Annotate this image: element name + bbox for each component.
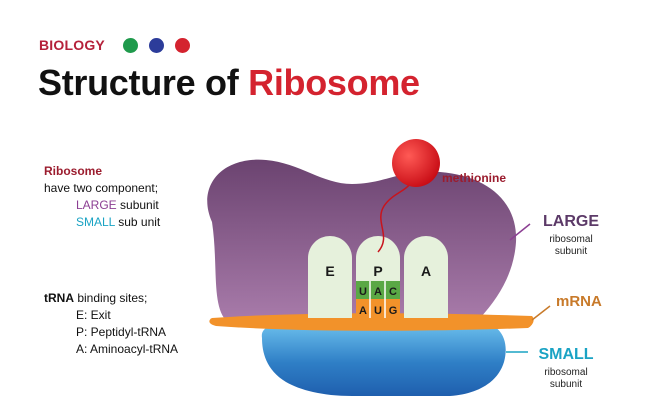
small-label: SMALL	[538, 346, 593, 363]
site-a-box	[404, 236, 448, 318]
binding-sites-rest: binding sites;	[74, 291, 148, 305]
site-e-letter: E	[325, 263, 334, 279]
site-e-item: E: Exit	[76, 308, 111, 322]
codon-letter-1: A	[359, 305, 367, 317]
anticodon-band	[356, 281, 400, 299]
large-rest: subunit	[116, 198, 159, 212]
green-dot	[123, 38, 138, 53]
description-large: LARGE subunit	[44, 197, 160, 214]
codon-letter-2: U	[374, 305, 382, 317]
description-heading: Ribosome	[44, 164, 103, 178]
mrna-strand	[209, 313, 534, 331]
trna-word: tRNA	[44, 291, 74, 305]
small-subunit-shape	[261, 322, 506, 396]
site-p-letter: P	[373, 263, 382, 279]
title-part-2: Ribosome	[248, 62, 420, 103]
red-dot	[175, 38, 190, 53]
methionine-label: methionine	[442, 171, 506, 185]
description-line: have two component;	[44, 181, 159, 195]
category-dots	[123, 38, 190, 53]
methionine-tether	[377, 183, 411, 253]
large-label: LARGE	[543, 213, 599, 230]
site-a-item: A: Aminoacyl-tRNA	[76, 342, 179, 356]
large-word: LARGE	[76, 198, 117, 212]
site-e-box	[308, 236, 352, 318]
title-part-1: Structure of	[38, 62, 249, 103]
site-p-item: P: Peptidyl-tRNA	[76, 325, 167, 339]
mrna-pointer-line	[531, 305, 551, 321]
small-sub-1: ribosomal	[544, 367, 587, 378]
small-rest: sub unit	[114, 215, 161, 229]
anticodon-letter-1: U	[359, 286, 367, 298]
binding-sites-list: tRNA binding sites; E: Exit P: Peptidyl-…	[44, 290, 178, 358]
large-sub-1: ribosomal	[549, 234, 592, 245]
codon-band	[356, 299, 400, 318]
site-a-letter: A	[421, 263, 431, 279]
anticodon-letter-3: C	[389, 286, 397, 298]
description-small: SMALL sub unit	[44, 214, 160, 231]
codon-letter-3: G	[389, 305, 398, 317]
small-sub-2: subunit	[550, 379, 582, 390]
page-title: Structure of Ribosome	[38, 62, 420, 104]
methionine-ball	[392, 139, 440, 187]
ribosome-description: Ribosome have two component; LARGE subun…	[44, 163, 160, 231]
category-label: BIOLOGY	[39, 37, 105, 53]
blue-dot	[149, 38, 164, 53]
mrna-label: mRNA	[556, 293, 602, 310]
small-word: SMALL	[76, 215, 115, 229]
large-pointer-line	[509, 223, 531, 241]
anticodon-letter-2: A	[374, 286, 382, 298]
binding-sites-heading: tRNA binding sites;	[44, 290, 178, 307]
large-sub-2: subunit	[555, 246, 587, 257]
